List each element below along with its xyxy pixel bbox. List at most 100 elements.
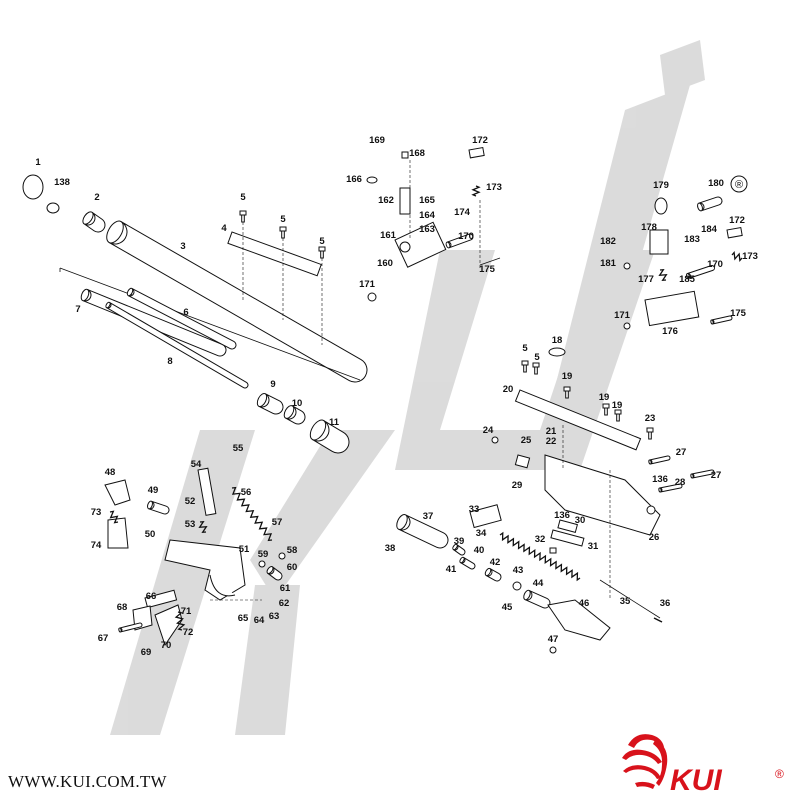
callout-22: 22 [546,436,557,447]
callout-56: 56 [241,487,252,498]
muzzle-brake-end [309,419,327,441]
spring-177 [658,268,668,282]
part-172b [726,226,743,239]
barrel-shroud-end [106,220,124,244]
callout-40: 40 [474,545,485,556]
callout-54: 54 [191,459,202,470]
callout-165: 165 [419,195,436,206]
screw [563,386,571,392]
callout-5: 5 [240,192,246,203]
callout-29: 29 [512,480,523,491]
callout-5: 5 [522,343,528,354]
callout-58: 58 [287,545,298,556]
callout-182: 182 [600,236,616,247]
callout-66: 66 [146,591,157,602]
bolt-37-end [396,514,408,530]
muzzle-brake [312,420,350,454]
callout-70: 70 [161,640,172,651]
kui-logo: KUI ® [622,734,784,797]
callout-39: 39 [454,536,465,547]
callout-172: 172 [472,135,488,146]
parts-drawing [22,146,743,654]
callout-62: 62 [279,598,290,609]
part-44 [524,589,551,609]
leader-line [653,617,663,623]
spring-173b [731,250,743,263]
spring-73 [109,510,119,524]
callout-177: 177 [638,274,654,285]
part-180-end [697,202,703,212]
part-52 [197,467,217,516]
part-59 [258,560,266,568]
callout-5: 5 [534,352,540,363]
part-39 [452,544,466,556]
callout-185: 185 [679,274,696,285]
callout-48: 48 [105,467,116,478]
part-18 [548,347,566,357]
part-180 [698,196,723,212]
callout-32: 32 [535,534,546,545]
bolt-37 [398,514,449,549]
barrel-rod [127,288,237,350]
callout-10: 10 [292,398,303,409]
screw-shank [565,390,569,399]
callout-69: 69 [141,647,152,658]
muzzle-cap [22,174,44,200]
part-60-end [266,566,274,574]
screw-shank [616,413,620,422]
callout-42: 42 [490,557,501,568]
callout-176: 176 [662,326,678,337]
part-39-end [452,543,458,551]
pin-67 [119,622,143,633]
callout-161: 161 [380,230,397,241]
pin-27 [649,455,671,465]
barrel-bushing-end [283,405,295,419]
part-60 [267,566,283,581]
callout-169: 169 [369,135,385,146]
washer-171b [623,322,631,330]
spring-72 [174,611,186,631]
inner-tube-end [80,288,90,302]
part-43 [512,581,522,591]
callout-6: 6 [183,307,188,318]
footer-url[interactable]: WWW.KUI.COM.TW [8,772,167,791]
part-44-end [523,589,531,601]
barrel-bushing [285,405,306,425]
part-31 [550,529,585,547]
callout-74: 74 [91,540,102,551]
callout-170: 170 [458,231,474,242]
callout-166: 166 [346,174,362,185]
logo-registered: ® [775,767,784,781]
callout-43: 43 [513,565,524,576]
callout-171: 171 [359,279,376,290]
callout-175: 175 [479,264,496,275]
receiver-rail [514,389,642,451]
callout-49: 49 [148,485,159,496]
callout-36: 36 [660,598,671,609]
callout-65: 65 [238,613,249,624]
part-25 [514,454,531,469]
callout-25: 25 [521,435,532,446]
part-46 [547,599,611,641]
callout-23: 23 [645,413,656,424]
callout-183: 183 [684,234,700,245]
callout-45: 45 [502,602,513,613]
callout-170: 170 [707,259,723,270]
pin-170-end [445,241,451,249]
part-49 [148,500,170,515]
callout-31: 31 [588,541,599,552]
part-26 [646,505,656,515]
callout-52: 52 [185,496,196,507]
callout-178: 178 [641,222,657,233]
callout-27: 27 [711,470,722,481]
callout-55: 55 [233,443,244,454]
pin-28-end [658,487,662,493]
registered-mark: ® [735,179,743,191]
kui-watermark [110,40,705,735]
part-58 [278,552,286,560]
leader-line [59,267,361,381]
screw-shank [648,431,652,440]
part-49-end [147,500,153,510]
callout-138: 138 [54,177,70,188]
